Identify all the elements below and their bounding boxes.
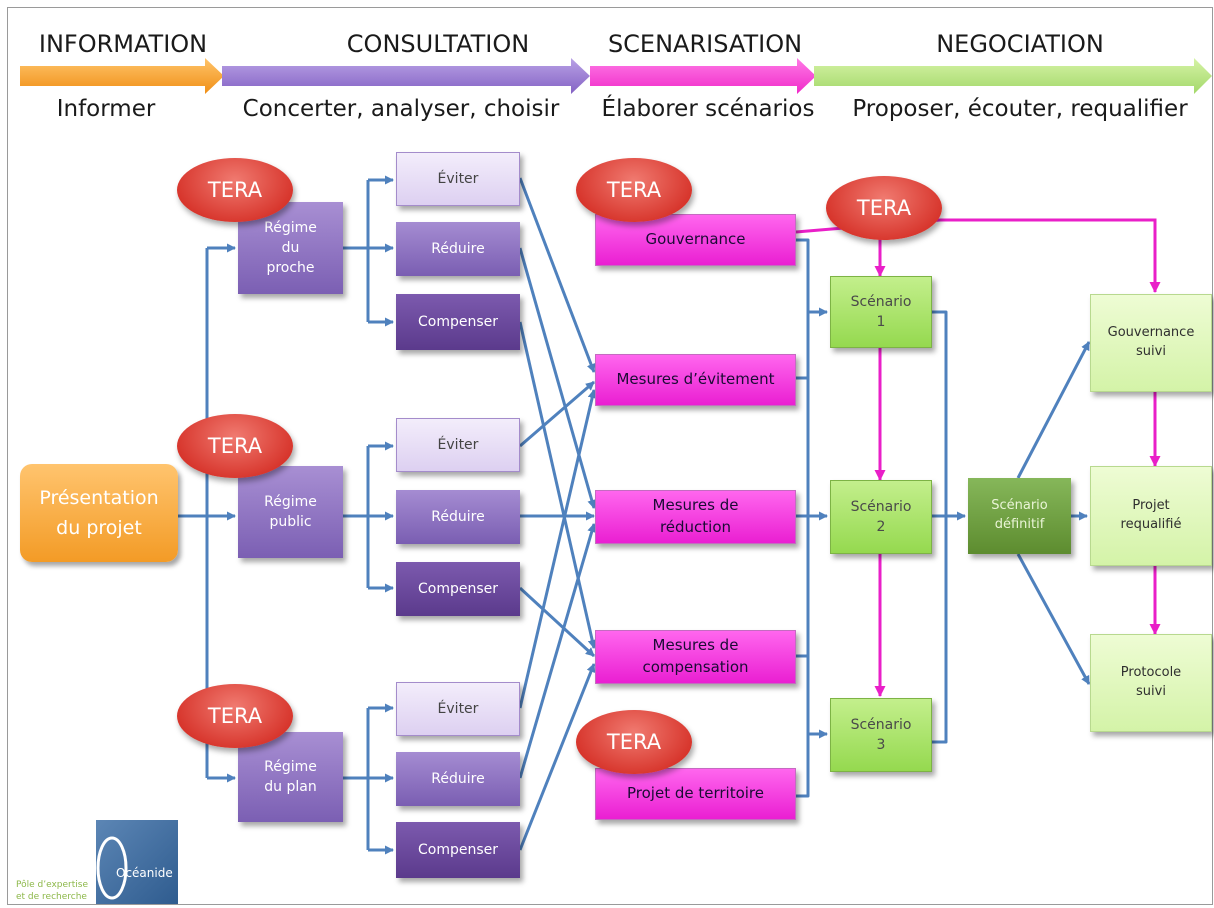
protocole-suivi-box: Protocole suivi [1090,634,1212,732]
projet-territoire-box: Projet de territoire [595,768,796,820]
connector-measures-bus [796,238,810,798]
scenario-definitif-box: Scénario définitif [968,478,1071,554]
connector-compenser1-compensation [518,321,597,649]
consultation-arrow [222,58,590,94]
tera-badge-gouvernance: TERA [576,158,692,222]
tera-badge-public: TERA [177,414,293,478]
phase-subtitle-negociation: Proposer, écouter, requalifier [852,96,1188,122]
scenario-3-box: Scénario 3 [830,698,932,772]
eviter-box-3: Éviter [396,682,520,736]
reduire-box-1: Réduire [396,222,520,276]
mesures-compensation-box: Mesures de compensation [595,630,796,684]
phase-subtitle-consultation: Concerter, analyser, choisir [242,96,560,122]
logo-caption-line1: Pôle d’expertise [16,880,88,890]
gouvernance-box: Gouvernance [595,214,796,266]
scenario-2-box: Scénario 2 [830,480,932,554]
scenario-1-box: Scénario 1 [830,276,932,348]
reduire-box-3: Réduire [396,752,520,806]
connector-reduire3-reduction [518,523,597,779]
oceanide-logo [96,820,178,904]
phase-subtitle-scenarisation: Élaborer scénarios [601,96,815,122]
compenser-box-1: Compenser [396,294,520,350]
connector-reduire1-reduction [518,247,597,509]
diagram-frame [7,7,1213,905]
regime-plan-box: Régime du plan [238,732,343,822]
tera-badge-negociation: TERA [826,176,942,240]
connector-compenser3-compensation [518,663,596,851]
oceanide-logo-name: Océanide [116,866,173,880]
phase-subtitle-information: Informer [56,96,156,122]
connector-definitif-gouvernance [1016,341,1091,479]
connector-proche-trunk [343,180,370,322]
connector-scenarios-bus [932,310,948,744]
presentation-projet-box: Présentation du projet [20,464,178,562]
connector-plan-trunk [343,708,370,850]
mesures-reduction-box: Mesures de réduction [595,490,796,544]
compenser-box-3: Compenser [396,822,520,878]
phase-title-negociation: NEGOCIATION [936,30,1104,58]
connector-eviter1-evitement [518,177,596,373]
projet-requalifie-box: Projet requalifié [1090,466,1212,566]
scenarisation-arrow [590,58,816,94]
phase-title-scenarisation: SCENARISATION [607,30,803,58]
information-arrow [20,58,224,94]
tera-badge-proche: TERA [177,158,293,222]
connector-definitif-protocole [1016,553,1091,685]
tera-badge-territoire: TERA [576,710,692,774]
reduire-box-2: Réduire [396,490,520,544]
negociation-arrow [814,58,1212,94]
connector-compenser2-compensation [518,586,596,658]
gouvernance-suivi-box: Gouvernance suivi [1090,294,1212,392]
eviter-box-1: Éviter [396,152,520,206]
logo-caption-line2: et de recherche [16,892,87,902]
connector-eviter2-evitement [519,380,595,448]
phase-title-consultation: CONSULTATION [346,30,530,58]
mesures-evitement-box: Mesures d’évitement [595,354,796,406]
tera-badge-plan: TERA [177,684,293,748]
connector-public-trunk [343,446,370,588]
regime-public-box: Régime public [238,466,343,558]
compenser-box-2: Compenser [396,562,520,616]
phase-title-information: INFORMATION [38,30,208,58]
eviter-box-2: Éviter [396,418,520,472]
oceanide-logo-mark [96,836,128,900]
connector-eviter3-evitement [518,389,597,709]
